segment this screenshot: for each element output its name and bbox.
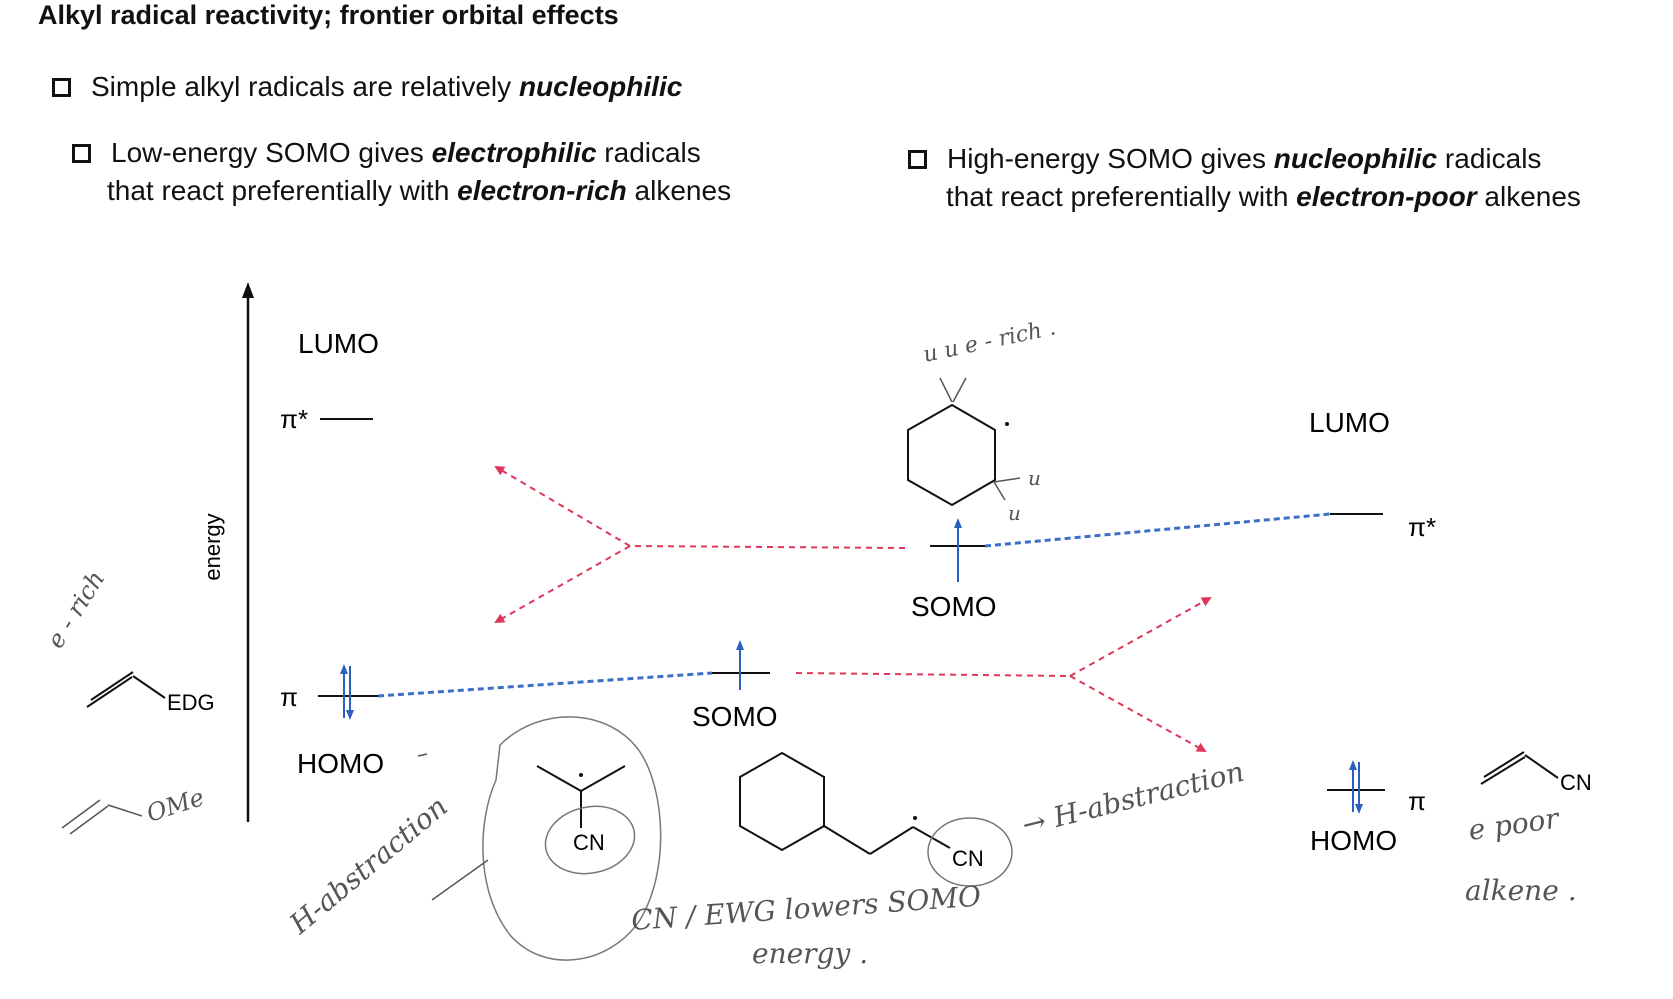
cn-circle <box>544 805 636 875</box>
note-e-rich-left: e - rich <box>41 566 110 653</box>
bullet-left: Low-energy SOMO gives electrophilic radi… <box>72 134 731 210</box>
note-cn-ewg: CN / EWG lowers SOMO <box>630 880 982 937</box>
note-alkene: alkene . <box>1465 874 1577 907</box>
note-h1: u <box>1028 466 1041 490</box>
red-arrow-up-left <box>494 465 631 547</box>
bullet-left-line2-pre: that react preferentially with <box>107 175 458 206</box>
left-pi-label: π <box>280 682 298 712</box>
somo-high-label: SOMO <box>911 591 997 622</box>
checkbox-icon <box>52 78 71 97</box>
red-arrow-down-right <box>1069 675 1207 752</box>
cn-circle <box>927 817 1013 887</box>
left-homo-label: HOMO <box>297 748 384 779</box>
bullet-left-line2-emph: electron-rich <box>457 175 627 206</box>
bullet-left-line1-post: radicals <box>596 137 701 168</box>
alkene-bond <box>86 676 133 708</box>
note-energy: energy . <box>752 937 868 970</box>
left-edg-label: EDG <box>167 690 215 715</box>
bullet-right-line1-pre: High-energy SOMO gives <box>947 143 1274 174</box>
page-title: Alkyl radical reactivity; frontier orbit… <box>38 0 619 30</box>
right-lumo-label: LUMO <box>1309 407 1390 438</box>
left-pi-star-label: π* <box>280 404 308 434</box>
somo-high-red-line <box>629 545 906 549</box>
radical-dot-icon <box>1005 422 1009 426</box>
cyclohexyl-ring <box>907 403 996 507</box>
energy-axis-label: energy <box>200 513 225 580</box>
radical-dot-icon <box>579 773 583 777</box>
radical-dot-icon <box>913 816 917 820</box>
right-homo-label: HOMO <box>1310 825 1397 856</box>
cn-b-label: CN <box>952 846 984 871</box>
somo-low-label: SOMO <box>692 701 778 732</box>
bullet-main-text: Simple alkyl radicals are relatively <box>91 71 519 102</box>
somo-low-red-line <box>795 672 1071 677</box>
note-h2: u <box>1008 501 1021 525</box>
bullet-left-line2-post: alkenes <box>626 175 732 206</box>
checkbox-icon <box>72 144 91 163</box>
energy-axis-arrow-icon <box>242 282 254 298</box>
bullet-right-line1-emph: nucleophilic <box>1273 143 1438 174</box>
cyclohexane-ring <box>739 751 825 852</box>
note-h-abstraction-right: → H-abstraction <box>1019 755 1248 842</box>
checkbox-icon <box>908 150 927 169</box>
red-arrow-down-left <box>494 545 631 623</box>
bullet-main-emph: nucleophilic <box>518 71 683 102</box>
red-arrow-up-right <box>1069 597 1212 677</box>
bullet-right-line2-emph: electron-poor <box>1296 181 1477 212</box>
bullet-right-line2-pre: that react preferentially with <box>946 181 1297 212</box>
bullet-main: Simple alkyl radicals are relatively nuc… <box>52 68 682 106</box>
note-alkene-sketch <box>61 799 101 829</box>
bullet-left-line1-emph: electrophilic <box>431 137 597 168</box>
note-e-poor: e poor <box>1466 801 1562 846</box>
large-circle <box>482 716 662 961</box>
nitrile-radical-bond <box>536 765 582 792</box>
right-cn-label: CN <box>1560 770 1592 795</box>
cn-a-label: CN <box>573 830 605 855</box>
left-lumo-label: LUMO <box>298 328 379 359</box>
bullet-right-line2-post: alkenes <box>1476 181 1581 212</box>
note-h-abstraction-left: H-abstraction <box>283 790 454 941</box>
note-e-rich-top: u u e - rich . <box>921 315 1058 367</box>
bullet-right: High-energy SOMO gives nucleophilic radi… <box>908 140 1581 216</box>
right-pi-star-label: π* <box>1408 512 1436 542</box>
note-ome: OMe <box>143 783 207 828</box>
bullet-right-line1-post: radicals <box>1437 143 1542 174</box>
homo-somo-interaction <box>377 671 713 698</box>
bullet-left-line1-pre: Low-energy SOMO gives <box>111 137 432 168</box>
right-pi-label: π <box>1408 786 1426 816</box>
somo-lumo-interaction <box>984 512 1331 548</box>
acrylonitrile-bond <box>1480 756 1526 785</box>
